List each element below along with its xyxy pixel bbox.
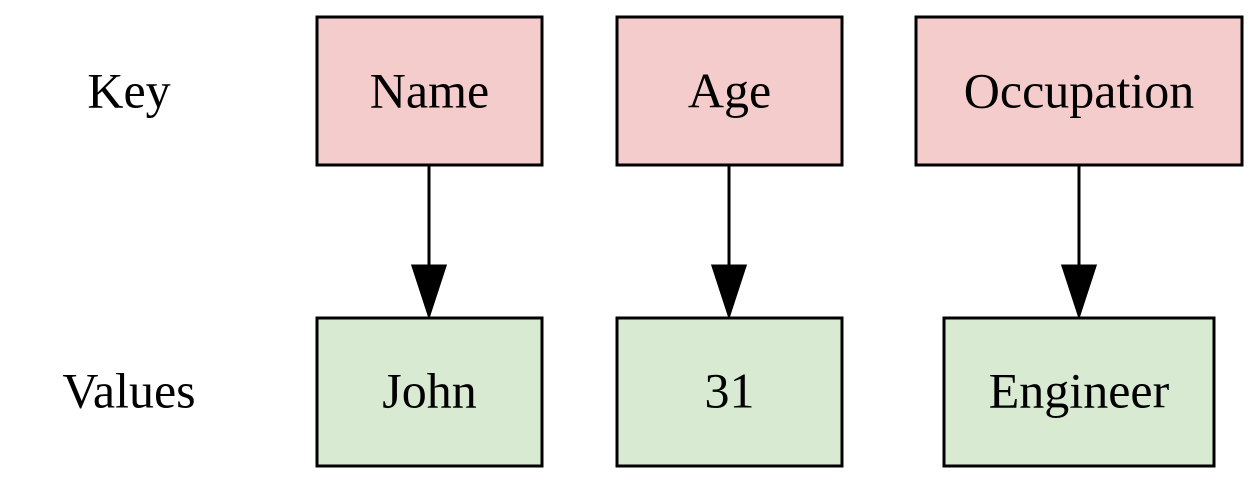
value-node-31: 31 xyxy=(615,316,844,468)
value-node-engineer: Engineer xyxy=(942,316,1216,468)
key-node-age: Age xyxy=(615,15,844,167)
key-node-name: Name xyxy=(315,15,544,167)
value-node-label: Engineer xyxy=(989,362,1170,418)
edge-occupation-to-engineer xyxy=(1060,166,1098,320)
key-node-label: Occupation xyxy=(964,62,1194,118)
value-node-label: John xyxy=(382,362,476,418)
row-label-values: Values xyxy=(62,362,195,418)
edges xyxy=(410,166,1098,320)
value-node-label: 31 xyxy=(705,362,755,418)
edge-name-to-john xyxy=(410,166,448,320)
key-node-occupation: Occupation xyxy=(914,15,1244,167)
key-node-label: Age xyxy=(688,62,771,118)
key-node-label: Name xyxy=(370,62,489,118)
value-node-john: John xyxy=(315,316,544,468)
edge-age-to-31 xyxy=(710,166,748,320)
row-label-key: Key xyxy=(87,62,170,118)
